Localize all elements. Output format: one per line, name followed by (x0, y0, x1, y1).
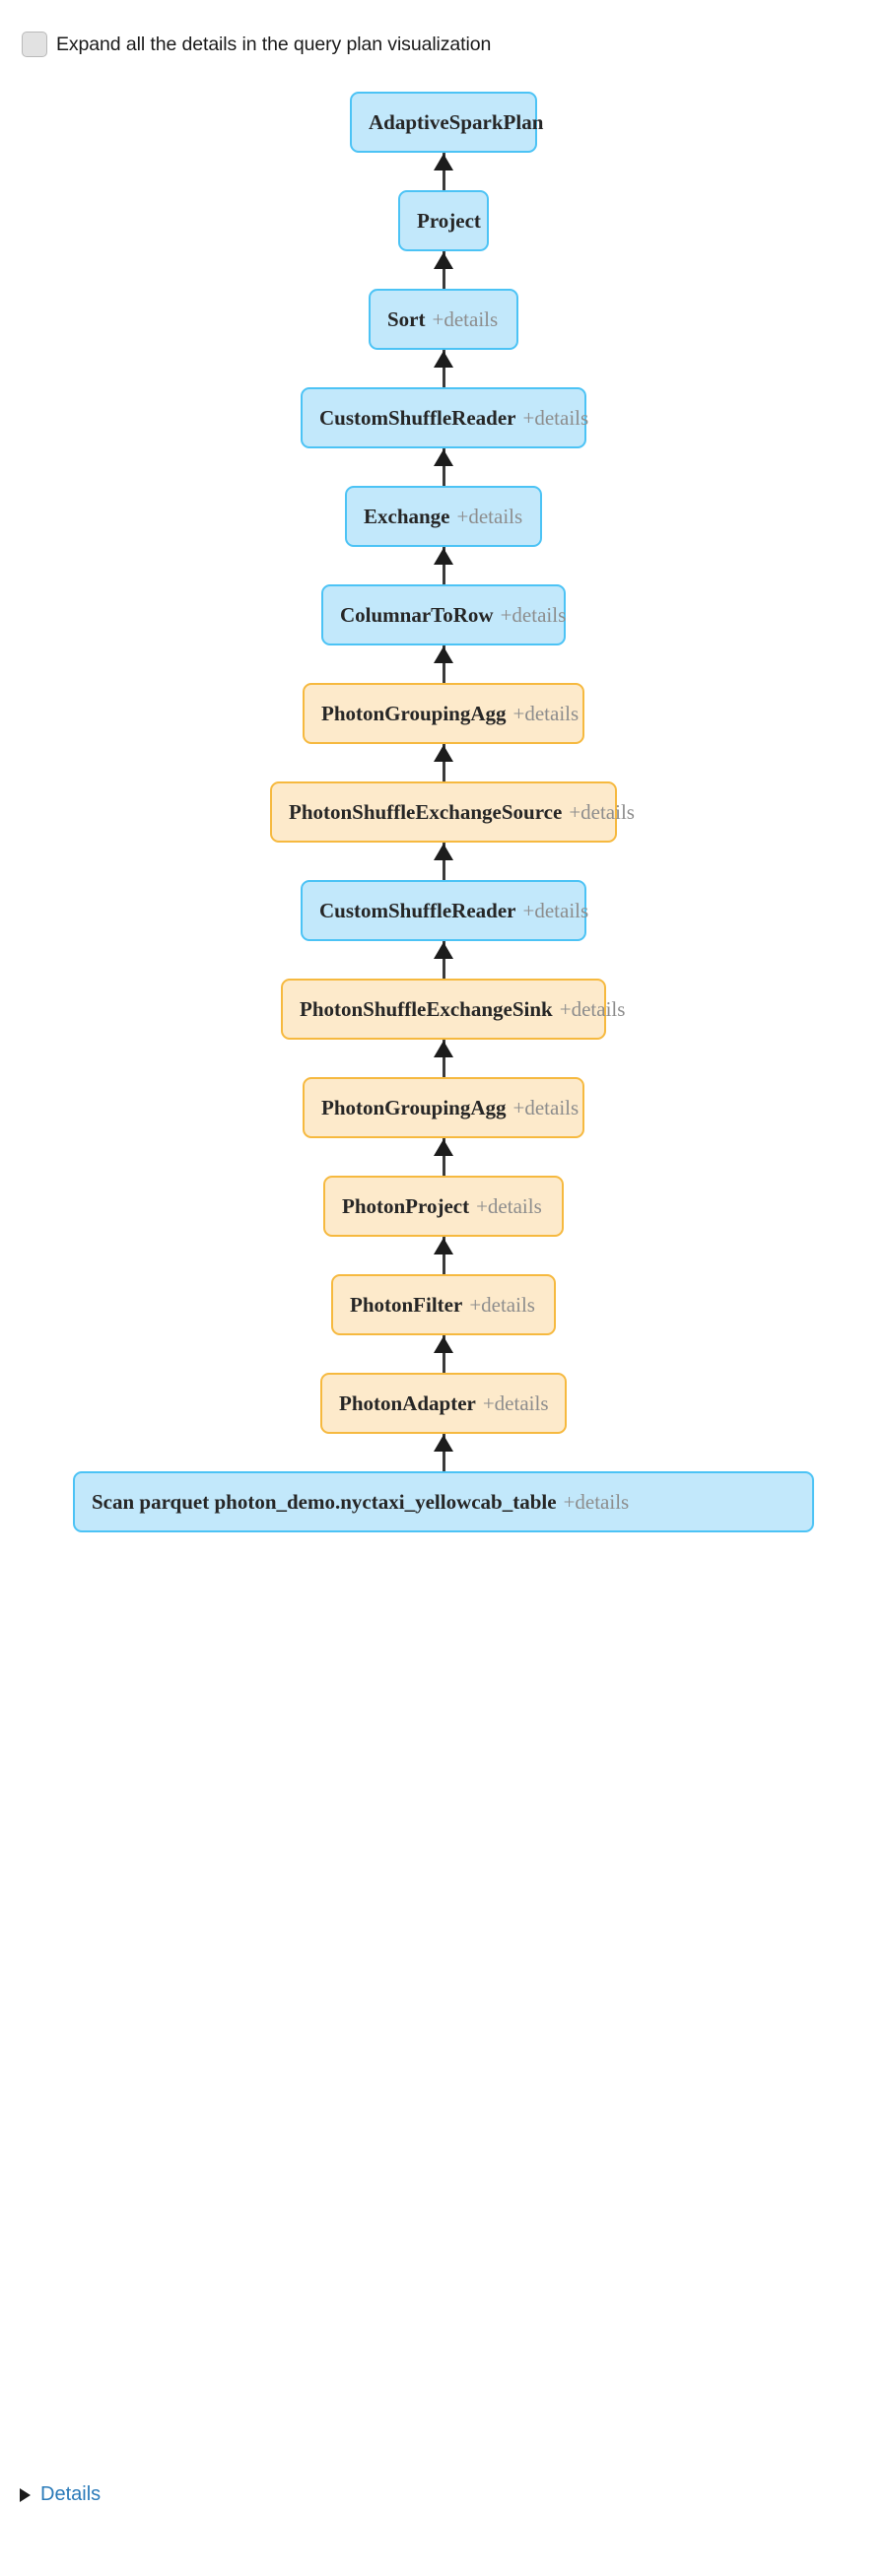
plan-node-label: Project (417, 208, 481, 233)
plan-edge-arrowhead (434, 1237, 453, 1255)
plan-node-label: CustomShuffleReader (319, 405, 516, 430)
plan-node-label: CustomShuffleReader (319, 898, 516, 922)
plan-level: Exchange+details (0, 449, 887, 645)
details-disclosure[interactable]: Details (20, 2483, 101, 2506)
plan-level: PhotonAdapter+details (0, 1336, 887, 1532)
arrow-up-icon (434, 154, 453, 170)
plan-node-photongroupingagg[interactable]: PhotonGroupingAgg+details (303, 1077, 584, 1138)
plan-level: Sort+details (0, 252, 887, 448)
plan-node-details-toggle[interactable]: +details (512, 1095, 580, 1119)
plan-edge-arrowhead (434, 448, 453, 467)
plan-node-details-toggle[interactable]: +details (522, 898, 589, 922)
plan-node-details-toggle[interactable]: +details (432, 306, 499, 331)
plan-node-label: PhotonShuffleExchangeSink (300, 996, 553, 1021)
plan-node-label: AdaptiveSparkPlan (369, 109, 544, 134)
plan-edge-arrowhead (434, 1138, 453, 1157)
arrow-up-icon (434, 745, 453, 762)
details-link-label[interactable]: Details (40, 2483, 102, 2505)
arrow-up-icon (434, 548, 453, 565)
plan-node-customshufflereader[interactable]: CustomShuffleReader+details (301, 387, 589, 448)
plan-edge-arrowhead (434, 251, 453, 270)
plan-edge-arrowhead (434, 547, 453, 566)
plan-node-label: ColumnarToRow (340, 602, 494, 627)
plan-node-photongroupingagg[interactable]: PhotonGroupingAgg+details (303, 683, 584, 744)
plan-node-details-toggle[interactable]: +details (482, 1390, 549, 1415)
plan-node-sort[interactable]: Sort+details (369, 289, 518, 350)
plan-node-adaptivesparkplan[interactable]: AdaptiveSparkPlan (350, 92, 543, 153)
caret-right-icon[interactable] (20, 2487, 31, 2502)
plan-level: Project (0, 154, 887, 350)
plan-edge-arrowhead (434, 645, 453, 664)
plan-edge-arrowhead (434, 843, 453, 861)
arrow-up-icon (434, 1041, 453, 1057)
plan-level: CustomShuffleReader+details (0, 351, 887, 547)
plan-node-label: PhotonFilter (350, 1292, 463, 1317)
plan-edge-arrowhead (434, 350, 453, 369)
plan-level: PhotonGroupingAgg+details (0, 1041, 887, 1237)
plan-level: PhotonShuffleExchangeSource+details (0, 745, 887, 941)
plan-node-columnartorow[interactable]: ColumnarToRow+details (321, 584, 566, 645)
expand-all-details-row[interactable]: Expand all the details in the query plan… (22, 32, 491, 57)
plan-edge-arrowhead (434, 1335, 453, 1354)
plan-node-label: Scan parquet photon_demo.nyctaxi_yellowc… (92, 1489, 557, 1514)
plan-node-label: Sort (387, 306, 426, 331)
arrow-up-icon (434, 449, 453, 466)
arrow-up-icon (434, 252, 453, 269)
arrow-up-icon (434, 942, 453, 959)
arrow-up-icon (434, 1435, 453, 1452)
plan-node-photonproject[interactable]: PhotonProject+details (323, 1176, 564, 1237)
arrow-up-icon (434, 1336, 453, 1353)
plan-level: PhotonGroupingAgg+details (0, 646, 887, 843)
plan-node-photonshuffleexchangesink[interactable]: PhotonShuffleExchangeSink+details (281, 979, 625, 1040)
plan-node-customshufflereader[interactable]: CustomShuffleReader+details (301, 880, 589, 941)
plan-edge-arrowhead (434, 153, 453, 171)
plan-level: Scan parquet photon_demo.nyctaxi_yellowc… (0, 1435, 887, 1551)
plan-node-label: PhotonShuffleExchangeSource (289, 799, 563, 824)
plan-level: AdaptiveSparkPlan (0, 73, 887, 251)
plan-node-exchange[interactable]: Exchange+details (345, 486, 542, 547)
plan-node-details-toggle[interactable]: +details (522, 405, 589, 430)
plan-level: PhotonShuffleExchangeSink+details (0, 942, 887, 1138)
plan-node-details-toggle[interactable]: +details (569, 799, 635, 824)
arrow-up-icon (434, 1139, 453, 1156)
plan-node-photonshuffleexchangesource[interactable]: PhotonShuffleExchangeSource+details (270, 781, 635, 843)
expand-all-details-label: Expand all the details in the query plan… (56, 33, 492, 55)
plan-edge-arrowhead (434, 941, 453, 960)
plan-edge-arrowhead (434, 1434, 453, 1453)
plan-node-details-toggle[interactable]: +details (559, 996, 626, 1021)
plan-level: ColumnarToRow+details (0, 548, 887, 744)
plan-node-details-toggle[interactable]: +details (456, 504, 523, 528)
plan-edge-arrowhead (434, 1040, 453, 1058)
plan-node-details-toggle[interactable]: +details (563, 1489, 630, 1514)
plan-node-project[interactable]: Project (398, 190, 489, 251)
plan-node-label: PhotonAdapter (339, 1390, 476, 1415)
plan-node-photonfilter[interactable]: PhotonFilter+details (331, 1274, 556, 1335)
plan-node-scan-parquet-photon-demo-nyctaxi-yellowcab-table[interactable]: Scan parquet photon_demo.nyctaxi_yellowc… (73, 1471, 814, 1532)
arrow-up-icon (434, 844, 453, 860)
plan-node-photonadapter[interactable]: PhotonAdapter+details (320, 1373, 567, 1434)
arrow-up-icon (434, 351, 453, 368)
expand-all-details-checkbox[interactable] (22, 32, 47, 57)
plan-node-label: PhotonGroupingAgg (321, 701, 507, 725)
plan-node-label: PhotonGroupingAgg (321, 1095, 507, 1119)
plan-node-label: Exchange (364, 504, 450, 528)
arrow-up-icon (434, 1238, 453, 1254)
arrow-up-icon (434, 646, 453, 663)
plan-node-details-toggle[interactable]: +details (500, 602, 567, 627)
plan-level: CustomShuffleReader+details (0, 844, 887, 1040)
plan-node-details-toggle[interactable]: +details (476, 1193, 542, 1218)
plan-edge-arrowhead (434, 744, 453, 763)
plan-node-details-toggle[interactable]: +details (469, 1292, 535, 1317)
plan-level: PhotonFilter+details (0, 1238, 887, 1434)
plan-level: PhotonProject+details (0, 1139, 887, 1335)
plan-node-label: PhotonProject (342, 1193, 470, 1218)
plan-node-details-toggle[interactable]: +details (512, 701, 580, 725)
